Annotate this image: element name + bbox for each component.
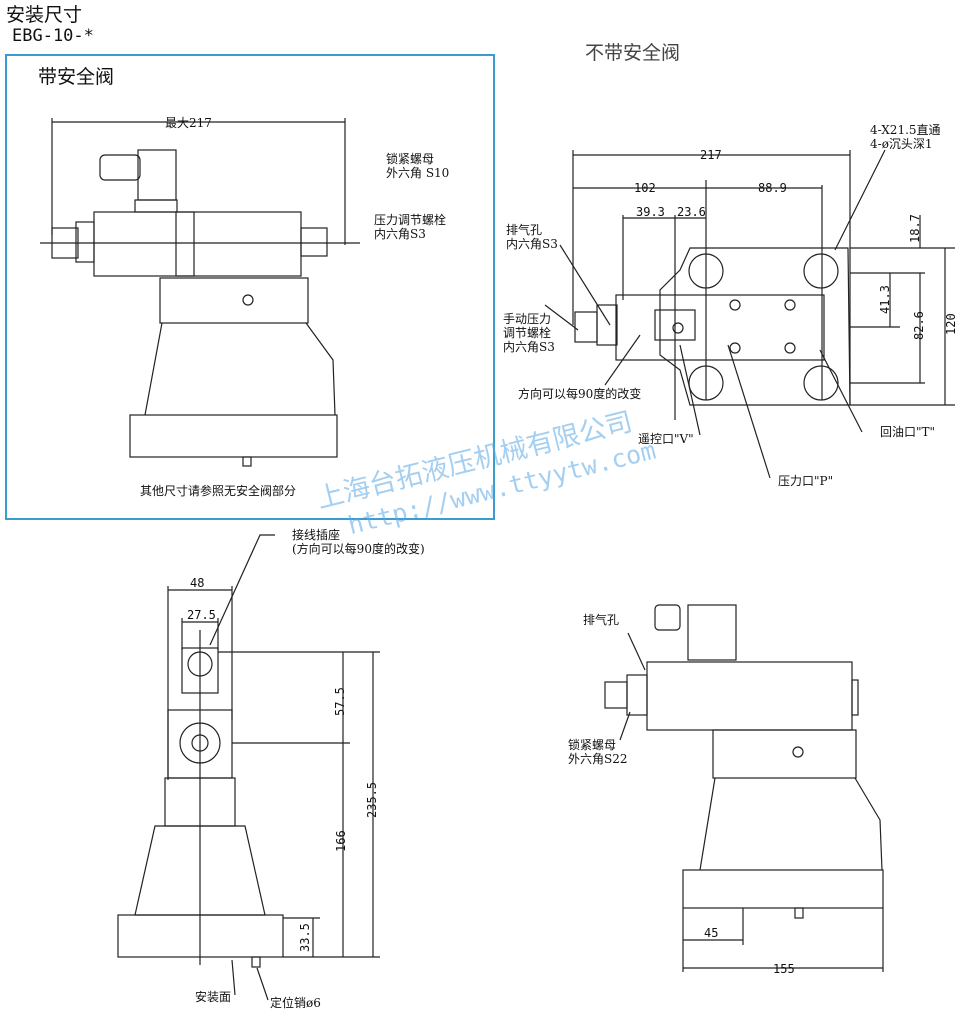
dim-41-3: 41.3	[878, 285, 892, 314]
connector-label: 接线插座 (方向可以每90度的改变)	[292, 528, 425, 556]
pin-label: 定位销ø6	[270, 996, 321, 1010]
dim-45: 45	[704, 926, 719, 940]
pressure-screw-label: 压力调节螺栓 内六角S3	[374, 213, 447, 241]
top-plan-view	[544, 149, 955, 479]
manual-adjust-label: 手动压力 调节螺栓 内六角S3	[503, 312, 555, 354]
relief-valve-panel	[5, 54, 495, 520]
dim-217: 217	[700, 148, 722, 162]
dim-33-5: 33.5	[298, 923, 312, 952]
port-v-label: 遥控口"V"	[638, 432, 694, 446]
vent-label: 排气孔 内六角S3	[506, 223, 558, 251]
side-view-right	[604, 604, 884, 972]
holes-label: 4-X21.5直通 4-ø沉头深1	[870, 123, 941, 151]
mount-face-label: 安装面	[195, 990, 232, 1004]
dim-155: 155	[773, 962, 795, 976]
top-view-title: 不带安全阀	[585, 42, 681, 64]
lock-nut-label: 锁紧螺母 外六角 S10	[386, 152, 450, 180]
panel-title: 带安全阀	[38, 66, 115, 88]
dim-max-217: 最大217	[165, 116, 212, 130]
relief-valve-side-view	[40, 118, 360, 467]
direction-label: 方向可以每90度的改变	[518, 387, 642, 401]
dim-57-5: 57.5	[333, 687, 347, 716]
dim-18-7: 18.7	[908, 214, 922, 243]
dim-88-9: 88.9	[758, 181, 787, 195]
port-t-label: 回油口"T"	[880, 425, 936, 439]
dim-166: 166	[334, 830, 348, 852]
front-view	[117, 534, 380, 1001]
page-title: 安装尺寸	[6, 4, 83, 26]
port-p-label: 压力口"P"	[778, 474, 834, 488]
side-vent-label: 排气孔	[583, 613, 620, 627]
dim-82-6: 82.6	[912, 311, 926, 340]
dim-235-5: 235.5	[365, 781, 379, 818]
side-lock-nut-label: 锁紧螺母 外六角S22	[568, 738, 628, 766]
dim-48: 48	[190, 576, 205, 590]
dim-39-3: 39.3	[636, 205, 665, 219]
dim-23-6: 23.6	[677, 205, 706, 219]
panel-note: 其他尺寸请参照无安全阀部分	[140, 484, 297, 498]
dim-102: 102	[634, 181, 656, 195]
dim-27-5: 27.5	[187, 608, 216, 622]
dim-120: 120	[944, 313, 958, 335]
model-code: EBG-10-*	[12, 26, 94, 46]
